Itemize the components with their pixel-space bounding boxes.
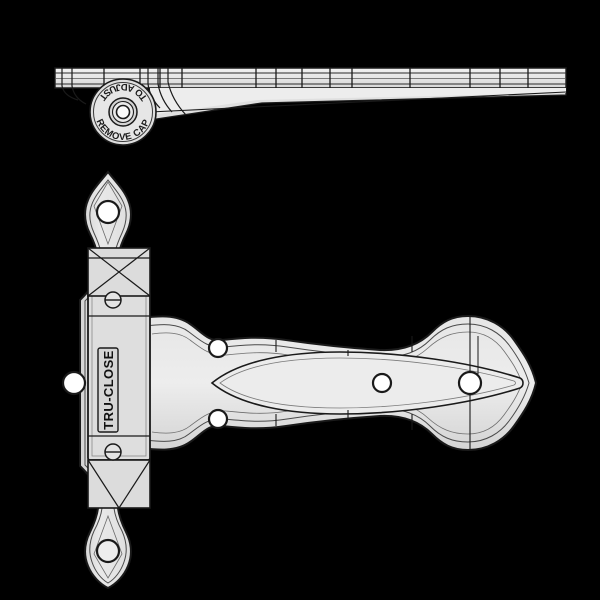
- front-view: TRU-CLOSE: [61, 170, 538, 590]
- brace-panel-upper: [87, 247, 151, 297]
- leaf-bottom-facet: [93, 514, 123, 579]
- cap-socket[interactable]: [115, 104, 131, 120]
- top-view-taper-highlight: [150, 88, 566, 115]
- strap-hole-lower[interactable]: [207, 408, 229, 430]
- pivot-cap-lower[interactable]: [104, 443, 122, 461]
- brand-label: TRU-CLOSE: [101, 350, 116, 429]
- knuckle-curve-5: [167, 68, 187, 116]
- strap-hole-mid[interactable]: [371, 372, 393, 394]
- arm-central-relief: [210, 351, 524, 415]
- knuckle-curve-1: [61, 68, 79, 101]
- brand-plate: [97, 347, 119, 433]
- arm-central-relief-inner: [219, 357, 516, 409]
- top-view: REMOVE CAP TO ADJUST: [54, 67, 567, 146]
- leaf-hole-top[interactable]: [95, 199, 121, 225]
- leaf-hole-bottom[interactable]: [95, 538, 121, 564]
- leaf-hole-center[interactable]: [61, 370, 87, 396]
- taper-edge-line: [149, 91, 567, 113]
- pivot-cap-upper[interactable]: [104, 291, 122, 309]
- strap-hole-upper[interactable]: [207, 337, 229, 359]
- adjustment-cap[interactable]: REMOVE CAP TO ADJUST: [89, 78, 157, 146]
- brace-panel-lower: [87, 459, 151, 509]
- arm-inner-contour: [145, 323, 530, 443]
- screw-holes: [61, 199, 483, 564]
- knuckle-curve-4: [157, 68, 173, 113]
- leaf-top-facet: [93, 181, 123, 246]
- strap-hole-tip[interactable]: [457, 370, 483, 396]
- knuckle-curve-2: [71, 68, 87, 105]
